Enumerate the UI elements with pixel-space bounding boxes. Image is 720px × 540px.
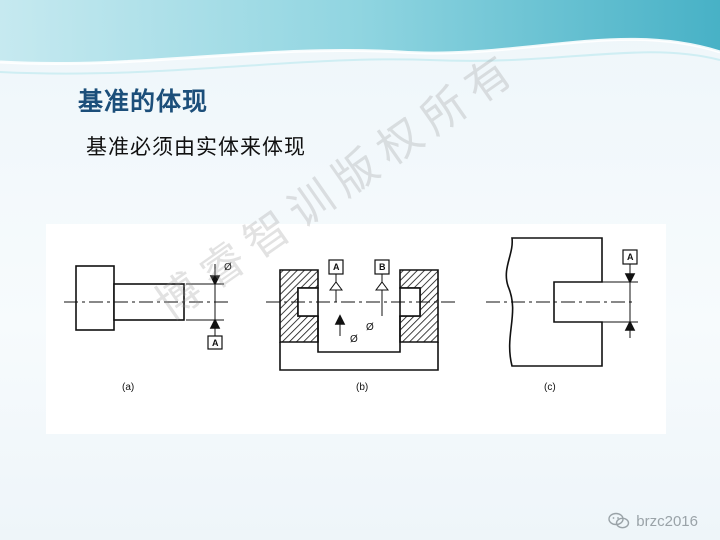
caption-a: (a)	[122, 382, 134, 393]
figure-a-drawing	[64, 264, 232, 350]
brand-tag: brzc2016	[608, 512, 698, 530]
caption-c: (c)	[544, 382, 556, 393]
datum-drawings: A Ø (a) A B Ø	[64, 237, 638, 393]
datum-label-c: A	[627, 252, 634, 262]
datum-illustration-panel: A Ø (a) A B Ø	[46, 224, 666, 434]
diameter-symbol-a: Ø	[224, 262, 232, 273]
datum-label-b-b: B	[379, 262, 386, 272]
diameter-symbol-b1: Ø	[350, 334, 358, 345]
diameter-symbol-b2: Ø	[366, 322, 374, 333]
caption-b: (b)	[356, 382, 368, 393]
datum-label-a: A	[212, 338, 219, 348]
brand-label: brzc2016	[636, 512, 698, 530]
slide-title: 基准的体现	[78, 87, 209, 116]
wechat-icon	[608, 512, 630, 529]
datum-label-b-a: A	[333, 262, 340, 272]
slide-subtitle: 基准必须由实体来体现	[86, 135, 306, 159]
figure-c-drawing	[486, 237, 638, 367]
figure-b-drawing	[266, 259, 456, 371]
header-wave-decoration	[0, 0, 720, 75]
